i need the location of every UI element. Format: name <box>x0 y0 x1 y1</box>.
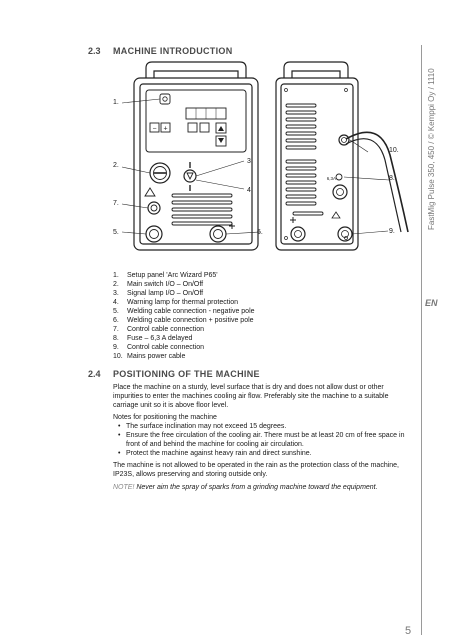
note: NOTE! Never aim the spray of sparks from… <box>113 483 378 492</box>
list-item: 2.Main switch I/O – On/Off <box>113 281 204 288</box>
section-title: POSITIONING OF THE MACHINE <box>113 369 260 379</box>
notes-heading: Notes for positioning the machine <box>113 414 217 421</box>
paragraph-line: IP23S, allows preserving and storing out… <box>113 471 268 478</box>
bullet-item: •Ensure the free circulation of the cool… <box>118 432 405 448</box>
callout-5: 5. <box>113 229 119 236</box>
callout-8: 8. <box>389 175 395 182</box>
callout-2: 2. <box>113 162 119 169</box>
callout-9: 9. <box>389 228 395 235</box>
callout-10: 10. <box>389 147 399 154</box>
bullet-item: •Protect the machine against heavy rain … <box>118 450 312 457</box>
machine-front-view: − + <box>133 61 259 251</box>
callout-6: 6. <box>257 229 263 236</box>
note-label: NOTE! <box>113 484 135 491</box>
list-item: 3.Signal lamp I/O – On/Off <box>113 290 204 297</box>
list-item: 10.Mains power cable <box>113 353 186 360</box>
note-text: Never aim the spray of sparks from a gri… <box>136 484 378 491</box>
section-number: 2.4 <box>88 369 101 379</box>
list-item: 4.Warning lamp for thermal protection <box>113 299 239 306</box>
list-item: 7.Control cable connection <box>113 326 205 333</box>
bullet-item: •The surface inclination may not exceed … <box>118 423 287 430</box>
section-number: 2.3 <box>88 46 101 56</box>
language-tag: EN <box>425 298 438 308</box>
machine-rear-view <box>275 61 409 251</box>
side-running-header: FastMig Pulse 350, 450 / © Kemppi Oy / 1… <box>427 68 436 230</box>
list-item: 5.Welding cable connection - negative po… <box>113 308 255 315</box>
list-item: 6.Welding cable connection + positive po… <box>113 317 254 324</box>
paragraph-line: The machine is not allowed to be operate… <box>113 462 400 469</box>
list-item: 1.Setup panel 'Arc Wizard P65' <box>113 272 218 279</box>
list-item: 9.Control cable connection <box>113 344 205 351</box>
list-item: 8.Fuse – 6,3 A delayed <box>113 335 193 342</box>
section-title: MACHINE INTRODUCTION <box>113 46 233 56</box>
page-number: 5 <box>405 625 412 637</box>
paragraph-line: impurities to enter the machines cooling… <box>113 393 389 400</box>
svg-text:+: + <box>163 126 167 133</box>
callout-1: 1. <box>113 99 119 106</box>
callout-3: 3. <box>247 158 253 165</box>
fuse-label: 6,3A <box>327 176 336 181</box>
margin-divider <box>421 45 422 635</box>
callout-7: 7. <box>113 200 119 207</box>
svg-text:−: − <box>152 126 156 133</box>
callout-4: 4. <box>247 187 253 194</box>
paragraph-line: carriage unit so it is above floor level… <box>113 402 229 409</box>
paragraph-line: Place the machine on a sturdy, level sur… <box>113 384 384 391</box>
machine-illustration: − + <box>121 61 409 251</box>
